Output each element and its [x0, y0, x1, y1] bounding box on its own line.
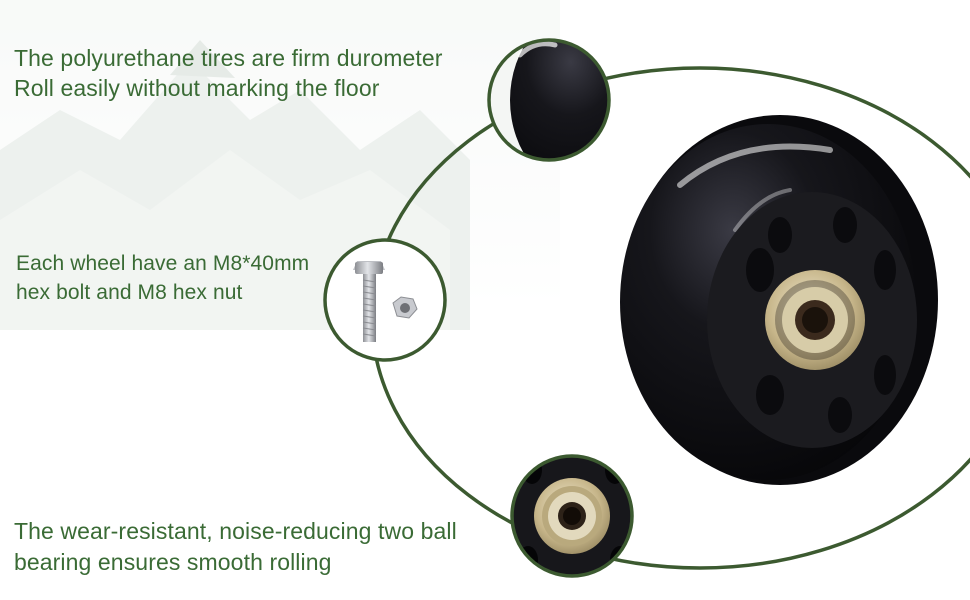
bolt-feature-caption: Each wheel have an M8*40mm hex bolt and … — [16, 249, 309, 307]
bolt-and-nut-image — [323, 238, 447, 362]
bearing-caption-line-1: The wear-resistant, noise-reducing two b… — [14, 518, 457, 544]
bearing-closeup-image — [510, 454, 634, 578]
bearing-caption-line-2: bearing ensures smooth rolling — [14, 549, 332, 575]
tire-closeup-image — [487, 38, 611, 162]
bearing-feature-caption: The wear-resistant, noise-reducing two b… — [14, 516, 457, 578]
tire-feature-caption: The polyurethane tires are firm duromete… — [14, 43, 443, 103]
bolt-caption-line-1: Each wheel have an M8*40mm — [16, 252, 310, 275]
main-wheel-image — [620, 115, 938, 485]
tire-caption-line-1: The polyurethane tires are firm duromete… — [14, 45, 443, 71]
bolt-caption-line-2: hex bolt and M8 hex nut — [16, 281, 243, 304]
tire-caption-line-2: Roll easily without marking the floor — [14, 75, 380, 101]
